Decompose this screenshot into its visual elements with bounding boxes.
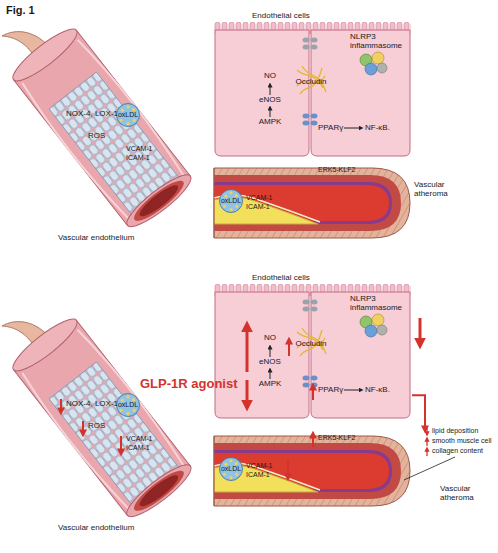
lipid-dot: [133, 409, 136, 412]
molecule-label: eNOS: [250, 96, 290, 105]
decrease-arrow: [419, 318, 422, 346]
node-heading: Vascular endothelium: [58, 524, 158, 533]
lipid-dot: [229, 459, 232, 462]
molecule-label: AMPK: [250, 380, 290, 389]
decrease-arrow: [287, 460, 289, 479]
molecule-label: PPARγ: [318, 386, 348, 395]
lipid-dot: [133, 119, 136, 122]
molecule-label: NO: [250, 72, 290, 81]
molecule-label: ICAM-1: [246, 471, 286, 479]
effect-arrows: [61, 318, 427, 479]
effect-connector: [412, 395, 425, 431]
node-heading: Vascular endothelium: [58, 234, 158, 243]
lipid-dot: [223, 473, 226, 476]
lipid-dot: [229, 208, 232, 211]
molecule-label: NOX-4, LOX-1: [66, 110, 126, 119]
lipid-dot: [235, 194, 238, 197]
endothelial-cells-art: [214, 284, 411, 418]
particle-label: oxLDL: [218, 197, 244, 205]
decrease-arrow: [120, 436, 122, 454]
molecule-label: ROS: [88, 132, 118, 141]
molecule-label: PPARγ: [318, 124, 348, 133]
vessel-tube-art: [2, 22, 197, 233]
molecule-label: ICAM-1: [126, 154, 166, 162]
oxldl-particle: oxLDL: [218, 457, 244, 481]
increase-arrow: [246, 324, 249, 372]
increase-arrow: [426, 448, 427, 456]
molecule-label: NF-κB.: [365, 124, 405, 133]
molecule-label: VCAM-1: [246, 462, 286, 470]
leader-line: [404, 457, 455, 480]
protein-label: Occludin: [286, 78, 336, 87]
decrease-arrow: [246, 380, 249, 408]
decrease-arrow: [82, 421, 84, 435]
lipid-dot: [119, 119, 122, 122]
lipid-dot: [126, 105, 129, 108]
node-heading: Endothelial cells: [252, 274, 342, 283]
decrease-arrow: [60, 399, 62, 413]
effect-label: smooth muscle cell: [432, 437, 498, 445]
lipid-dot: [229, 476, 232, 479]
particle-label: oxLDL: [218, 465, 244, 473]
node-heading: Vascular atheroma: [414, 181, 456, 199]
increase-arrow: [426, 438, 427, 446]
lipid-dot: [235, 462, 238, 465]
vessel-tube-art: [2, 312, 197, 523]
lipid-dot: [132, 108, 135, 111]
effect-label: collagen content: [432, 447, 498, 455]
particle-label: oxLDL: [114, 111, 142, 119]
molecule-label: ICAM-1: [126, 444, 166, 452]
lipid-dot: [132, 398, 135, 401]
molecule-label: VCAM-1: [126, 145, 166, 153]
lipid-dot: [126, 395, 129, 398]
figure-title: Fig. 1: [6, 4, 35, 16]
pathway-label: ERK5-KLF2: [318, 434, 378, 442]
molecule-label: ROS: [88, 422, 118, 431]
effect-label: lipid deposition: [432, 427, 498, 435]
molecule-label: ICAM-1: [246, 203, 286, 211]
endothelial-cells-art: [214, 22, 411, 156]
drug-label: GLP-1R agonist: [140, 377, 250, 391]
protein-label: Occludin: [286, 340, 336, 349]
complex-label: NLRP3 inflammasome: [350, 295, 406, 313]
molecule-label: VCAM-1: [246, 194, 286, 202]
molecule-label: NOX-4, LOX-1: [66, 400, 126, 409]
pathway-label: ERK5-KLF2: [318, 166, 378, 174]
lipid-dot: [126, 122, 129, 125]
oxldl-particle: oxLDL: [114, 393, 142, 417]
particle-label: oxLDL: [114, 401, 142, 409]
molecule-label: VCAM-1: [126, 435, 166, 443]
increase-arrow: [312, 433, 314, 447]
increase-arrow: [312, 385, 314, 400]
oxldl-particle: oxLDL: [218, 189, 244, 213]
molecule-label: NO: [250, 334, 290, 343]
lipid-dot: [126, 412, 129, 415]
molecule-label: AMPK: [250, 118, 290, 127]
decrease-arrow: [426, 427, 427, 435]
node-heading: Vascular atheroma: [440, 485, 482, 503]
molecule-label: NF-κB.: [365, 386, 405, 395]
lipid-dot: [223, 205, 226, 208]
complex-label: NLRP3 inflammasome: [350, 33, 406, 51]
increase-arrow: [288, 339, 290, 356]
molecule-label: eNOS: [250, 358, 290, 367]
lipid-dot: [235, 205, 238, 208]
lipid-dot: [229, 191, 232, 194]
oxldl-particle: oxLDL: [114, 103, 142, 127]
lipid-dot: [235, 473, 238, 476]
lipid-dot: [119, 409, 122, 412]
atheroma-art: [214, 168, 410, 238]
node-heading: Endothelial cells: [252, 12, 342, 21]
